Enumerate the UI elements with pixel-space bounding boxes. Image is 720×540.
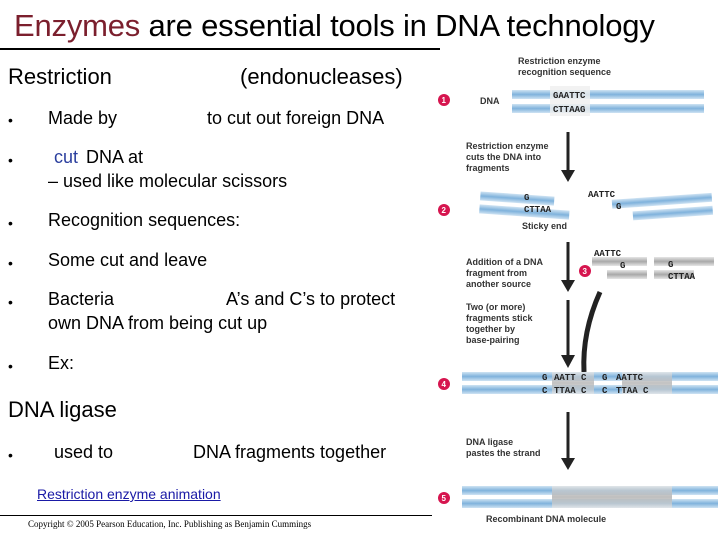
frag3-right-top: G (668, 260, 673, 270)
arrow-4-head (561, 458, 575, 470)
dna-strand-bottom (512, 104, 704, 113)
fragment3-right-top (654, 257, 714, 266)
s4-r-top: G (602, 373, 607, 383)
arrow-1-head (561, 170, 575, 182)
step-3-number: 3 (583, 267, 588, 276)
step-5-badge (438, 492, 450, 504)
bullet-5-dot: • (8, 294, 13, 310)
s4-l-top2: AATT C (554, 373, 587, 383)
copyright: Copyright © 2005 Pearson Education, Inc.… (28, 519, 312, 529)
label-cut-1: Restriction enzyme (466, 141, 549, 151)
step-1-badge (438, 94, 450, 106)
seq-top: GAATTC (553, 91, 586, 101)
label-enzyme-site-2: recognition sequence (518, 67, 611, 77)
label-ligase-1: DNA ligase (466, 437, 513, 447)
fragment-right-top (611, 192, 713, 209)
fragment-left-top (480, 191, 555, 206)
fragment3-bottom (607, 270, 647, 279)
label-addition-3: another source (466, 279, 531, 289)
seq-bottom: CTTAAG (553, 105, 585, 115)
arrow-3-head (561, 355, 575, 368)
strand4-insert-right (622, 372, 672, 394)
s4-l-bot: C (542, 386, 548, 396)
bullet-5-text2: A’s and C’s to protect (226, 289, 396, 309)
step-1-number: 1 (442, 96, 447, 105)
step-4-badge (438, 378, 450, 390)
step-5-number: 5 (442, 494, 447, 503)
step-2-badge (438, 204, 450, 216)
bullet-1-dot: • (8, 112, 13, 128)
bullet-1-text2: to cut out foreign DNA (207, 108, 385, 128)
frag3-top: AATTC (594, 249, 622, 259)
label-addition-1: Addition of a DNA (466, 257, 543, 267)
label-addition-2: fragment from (466, 268, 527, 278)
restriction-ligase-figure: Restriction enzyme recognition sequence … (438, 56, 718, 524)
bullet-2-highlight: cut (54, 147, 79, 167)
footer-divider (0, 515, 432, 516)
s4-l-bot2: TTAA C (554, 386, 587, 396)
label-enzyme-site-1: Restriction enzyme (518, 56, 601, 66)
step-3-badge (579, 265, 591, 277)
restriction-heading: Restriction (8, 64, 112, 89)
bullet-3-dot: • (8, 215, 13, 231)
arrow-2-head (561, 280, 575, 292)
frag-right-bottom: G (616, 202, 621, 212)
slide-title: Enzymes are essential tools in DNA techn… (14, 8, 655, 44)
ligase-bullet-text: used to (54, 442, 114, 462)
label-ligase-2: pastes the strand (466, 448, 541, 458)
bullet-2-text: DNA at (86, 147, 144, 167)
bullet-5-line2: own DNA from being cut up (48, 313, 268, 333)
endonucleases-heading: (endonucleases) (240, 64, 403, 89)
label-cut-3: fragments (466, 163, 510, 173)
frag-left-bottom: CTTAA (524, 205, 552, 215)
dna-ligase-heading: DNA ligase (8, 397, 117, 422)
s4-r-bot2: TTAA C (616, 386, 649, 396)
title-divider (0, 48, 440, 50)
fragment-right-bottom (632, 205, 714, 221)
fragment3-top (592, 257, 647, 266)
bullet-1-text: Made by (48, 108, 118, 128)
recognition-site-box (550, 86, 590, 116)
s4-r-top2: AATTC (616, 373, 644, 383)
bullet-2-line2: – used like molecular scissors (48, 171, 288, 191)
label-sticky: Sticky end (522, 221, 567, 231)
title-rest: are essential tools in DNA technology (140, 8, 655, 43)
dna-strand-top (512, 90, 704, 99)
label-stick-1: Two (or more) (466, 302, 525, 312)
bullet-4-text: Some cut and leave (48, 250, 208, 270)
title-highlight: Enzymes (14, 8, 141, 43)
restriction-animation-link[interactable]: Restriction enzyme animation (37, 486, 221, 502)
arrow-3b-curve (581, 290, 603, 373)
step-2-number: 2 (442, 206, 447, 215)
label-recombinant: Recombinant DNA molecule (486, 514, 606, 524)
label-stick-2: fragments stick (466, 313, 534, 323)
bullet-6-text: Ex: (48, 353, 75, 373)
ligase-bullet-dot: • (8, 447, 13, 463)
label-cut-2: cuts the DNA into (466, 152, 542, 162)
ligase-bullet-text2: DNA fragments together (193, 442, 387, 462)
frag-left-top: G (524, 193, 529, 203)
frag-right-top: AATTC (588, 190, 616, 200)
s4-r-bot: C (602, 386, 608, 396)
label-stick-3: together by (466, 324, 515, 334)
bullet-3-text: Recognition sequences: (48, 210, 241, 230)
step-4-number: 4 (442, 380, 447, 389)
strand5-insert (552, 486, 672, 508)
bullet-4-dot: • (8, 255, 13, 271)
bullet-6-dot: • (8, 358, 13, 374)
strand4-insert-left (552, 372, 594, 394)
label-stick-4: base-pairing (466, 335, 520, 345)
bullet-5-text: Bacteria (48, 289, 115, 309)
frag3-right-bottom: CTTAA (668, 272, 696, 282)
label-dna: DNA (480, 96, 500, 106)
bullet-2-dot: • (8, 152, 13, 168)
fragment-left-bottom (479, 204, 570, 220)
fragment3-right-bottom (654, 270, 694, 279)
s4-l-top: G (542, 373, 547, 383)
frag3-bottom: G (620, 261, 625, 271)
